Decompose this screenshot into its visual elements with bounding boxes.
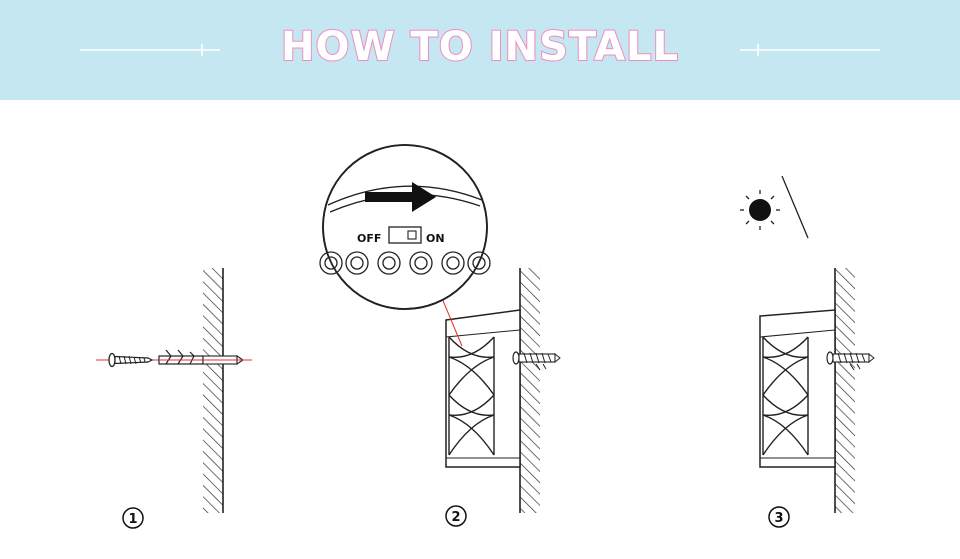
step-1-drill-and-anchor [96,268,252,513]
step-number-2: 2 [445,505,467,527]
screw-icon [108,352,154,368]
svg-text:2: 2 [451,510,460,525]
sun-icon [740,190,780,230]
page-title: HOW TO INSTALL [280,23,680,71]
mounting-screw-icon [826,351,875,371]
wall-hole [202,354,252,366]
wall-2 [519,268,540,513]
switch-direction-arrow-icon [365,182,436,212]
zoom-detail-circle: OFF ON [319,144,491,310]
day-night-divider [781,175,809,239]
on-label: ON [426,232,445,245]
lamp-body [445,309,521,468]
svg-text:3: 3 [774,511,783,526]
led-bead-row [319,251,491,275]
step-2-switch-on-and-mount: OFF ON [319,144,561,513]
step-number-1: 1 [122,507,144,529]
step-number-3: 3 [768,506,790,528]
right-decorative-line [740,44,880,56]
wall-3 [834,268,855,513]
wall-anchor-icon [158,349,204,365]
step-3-day-night [740,175,875,513]
off-label: OFF [357,232,381,245]
mounting-screw-icon [512,351,561,371]
moon-icon [813,180,829,210]
wall-1 [203,268,224,513]
left-decorative-line [80,44,220,56]
svg-text:1: 1 [128,512,137,527]
installed-lamp [759,309,836,468]
